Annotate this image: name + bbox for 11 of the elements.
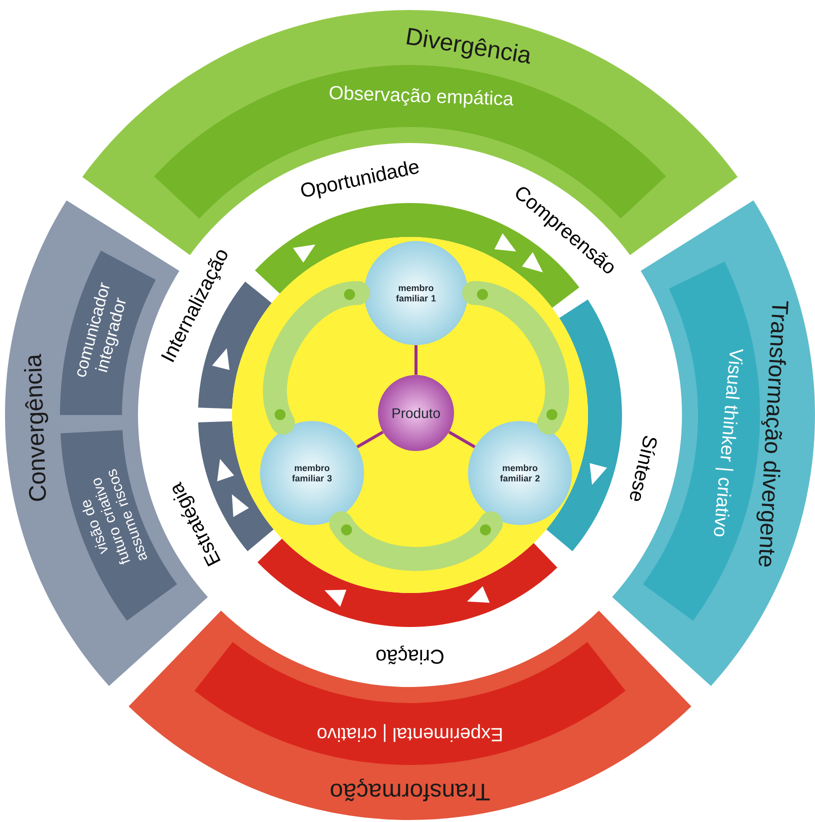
sphere: membro familiar 3 [292, 464, 332, 482]
connector-line [356, 430, 384, 448]
connector-line [448, 430, 476, 448]
arc-connector [462, 280, 569, 435]
sphere: Produto [392, 408, 440, 418]
arc-connector [263, 280, 370, 435]
connector-line [414, 345, 418, 375]
sphere: membro familiar 1 [396, 284, 436, 302]
sphere: membro familiar 2 [500, 464, 540, 482]
arc-connector [329, 511, 503, 571]
ring-label: Criação [376, 646, 444, 664]
